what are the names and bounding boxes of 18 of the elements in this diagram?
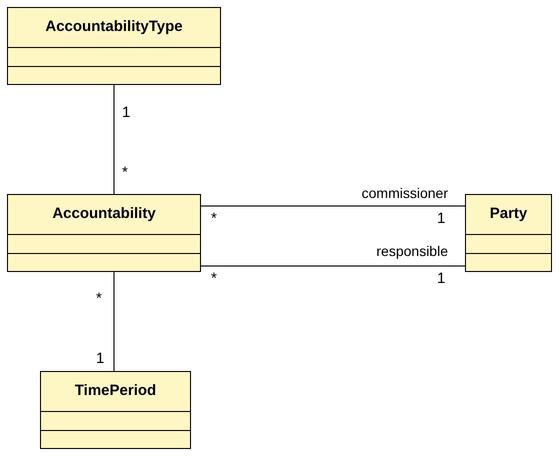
multiplicity-label: *: [211, 269, 217, 289]
class-name: TimePeriod: [74, 381, 156, 402]
class-box: [7, 194, 201, 272]
class-box: [465, 194, 552, 272]
multiplicity-label: 1: [437, 269, 446, 289]
multiplicity-label: 1: [96, 349, 104, 369]
multiplicity-label: *: [211, 209, 217, 229]
role-label: responsible: [376, 242, 448, 261]
class-box: [40, 371, 191, 449]
multiplicity-label: 1: [122, 103, 130, 123]
role-label: commissioner: [362, 184, 448, 203]
class-name: Party: [490, 204, 528, 224]
multiplicity-label: *: [96, 289, 102, 309]
multiplicity-label: 1: [437, 209, 446, 229]
class-name: AccountabilityType: [45, 17, 183, 38]
class-box: [7, 7, 221, 85]
multiplicity-label: *: [122, 163, 128, 183]
class-name: Accountability: [52, 204, 156, 224]
